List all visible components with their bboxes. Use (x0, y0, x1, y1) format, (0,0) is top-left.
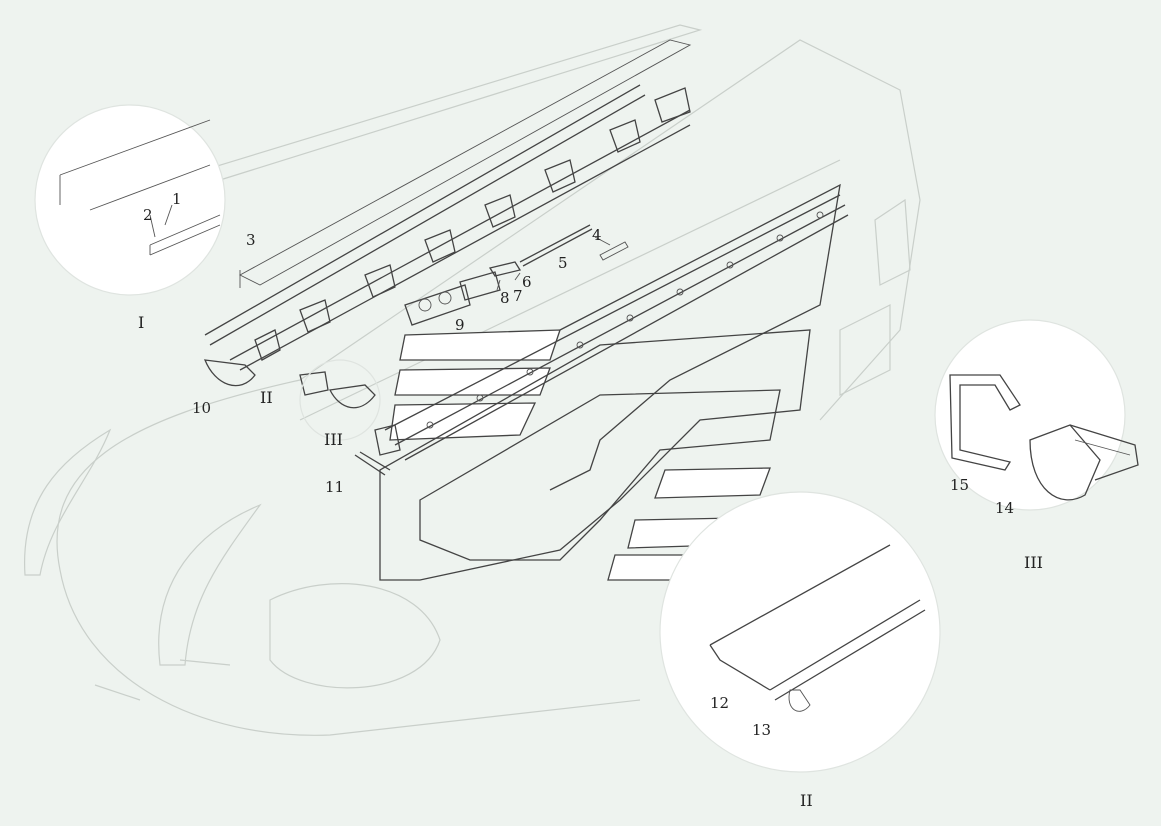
part-label-5: 5 (558, 254, 568, 272)
part-label-6: 6 (522, 273, 532, 291)
view-labels: I II III II III (138, 313, 1043, 810)
step-pieces (203, 359, 401, 476)
part-label-11: 11 (325, 478, 344, 496)
detail-circle-2 (659, 491, 941, 773)
bolt-row (426, 211, 824, 429)
part-labels: 1 2 3 4 5 6 7 8 9 10 11 12 13 14 15 (143, 190, 1014, 739)
trim-strip (384, 194, 849, 461)
part-label-15: 15 (950, 476, 969, 494)
part-label-7: 7 (513, 287, 523, 305)
step-rail-assembly (204, 39, 692, 371)
side-panel (379, 183, 841, 581)
leader-lines (149, 204, 611, 291)
part-label-9: 9 (455, 316, 465, 334)
part-label-3: 3 (246, 231, 256, 249)
detail-caption-2: II (800, 791, 813, 810)
step-bracket (254, 87, 691, 361)
detail-circle-3 (934, 319, 1139, 511)
part-label-4: 4 (592, 226, 602, 244)
part-label-14: 14 (995, 499, 1014, 517)
part-label-2: 2 (143, 206, 153, 224)
part-label-10: 10 (192, 399, 211, 417)
part-label-8: 8 (500, 289, 510, 307)
small-parts (404, 224, 629, 326)
detail-caption-1: I (138, 313, 144, 332)
detail-circle-1 (34, 104, 226, 296)
part-label-1: 1 (172, 190, 182, 208)
callout-2: II (260, 388, 273, 407)
detail-caption-3: III (1024, 553, 1043, 572)
part-label-13: 13 (752, 721, 771, 739)
callout-3: III (324, 430, 343, 449)
part-label-12: 12 (710, 694, 729, 712)
